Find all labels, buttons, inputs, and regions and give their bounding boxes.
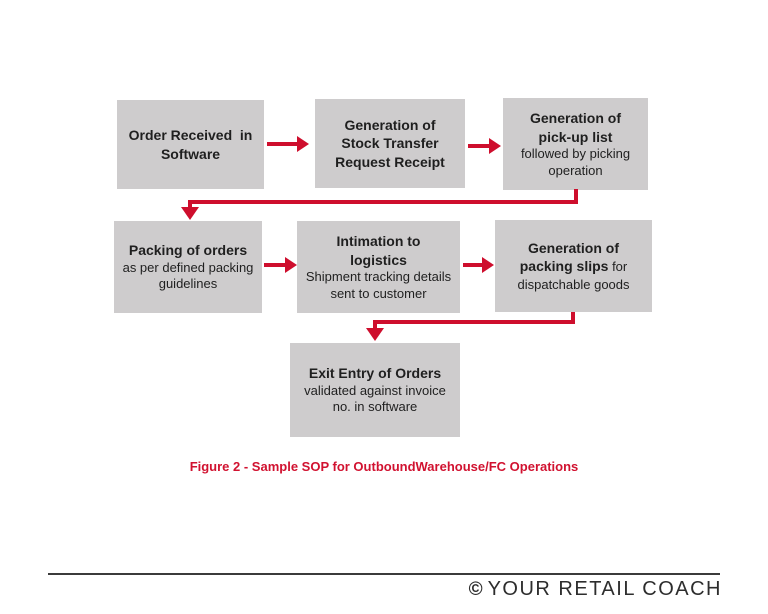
arrow-2-shaft: [468, 144, 489, 148]
box-subtitle: followed by picking operation: [520, 146, 631, 178]
box-title-line2: packing slips for: [520, 257, 628, 277]
footer-divider: [48, 573, 720, 575]
box-title: Generation of pick-up list: [529, 110, 621, 145]
box-subtitle: validated against invoice no. in softwar…: [304, 382, 446, 415]
box-title: Generation of Stock Transfer Request Rec…: [335, 116, 445, 170]
flow-box-pickup-list: Generation of pick-up list followed by p…: [503, 98, 648, 190]
box-title: Packing of orders: [128, 242, 248, 259]
arrow-down-icon: [181, 207, 199, 220]
flow-box-stock-transfer: Generation of Stock Transfer Request Rec…: [315, 99, 465, 188]
box-title-regular: for: [608, 259, 628, 275]
flow-box-intimation-logistics: Intimation to logistics Shipment trackin…: [297, 221, 460, 313]
flow-box-order-received: Order Received in Software: [117, 100, 264, 189]
arrow-right-icon: [297, 136, 309, 152]
copyright-icon: ©: [468, 579, 483, 600]
connector-row1-row2-drop: [188, 204, 192, 208]
arrow-down-icon: [366, 328, 384, 341]
flow-box-packing-orders: Packing of orders as per defined packing…: [114, 221, 262, 313]
figure-caption: Figure 2 - Sample SOP for OutboundWareho…: [189, 459, 579, 474]
box-title: Exit Entry of Orders: [308, 365, 442, 382]
arrow-4-shaft: [463, 263, 482, 267]
box-subtitle: dispatchable goods: [517, 276, 630, 292]
arrow-3-shaft: [264, 263, 285, 267]
brand-logo: ©YOUR RETAIL COACH: [469, 578, 722, 601]
arrow-right-icon: [285, 257, 297, 273]
arrow-right-icon: [482, 257, 494, 273]
connector-row2-row3-vertical: [571, 312, 575, 324]
arrow-1-shaft: [267, 142, 297, 146]
flow-box-exit-entry: Exit Entry of Orders validated against i…: [290, 343, 460, 437]
flow-box-packing-slips: Generation of packing slips for dispatch…: [495, 220, 652, 312]
connector-row1-row2-horizontal: [188, 200, 578, 204]
arrow-right-icon: [489, 138, 501, 154]
box-subtitle: as per defined packing guidelines: [122, 259, 254, 292]
brand-name: YOUR RETAIL COACH: [487, 578, 722, 600]
connector-row2-row3-drop: [373, 324, 377, 329]
box-title: Intimation to logistics: [336, 233, 421, 268]
box-title-line1: Generation of: [527, 239, 619, 256]
box-subtitle: Shipment tracking details sent to custom…: [305, 269, 452, 301]
connector-row1-row2-vertical: [574, 189, 578, 204]
box-title: Order Received in Software: [128, 127, 253, 162]
box-title-bold: packing slips: [519, 258, 609, 275]
connector-row2-row3-horizontal: [373, 320, 575, 324]
